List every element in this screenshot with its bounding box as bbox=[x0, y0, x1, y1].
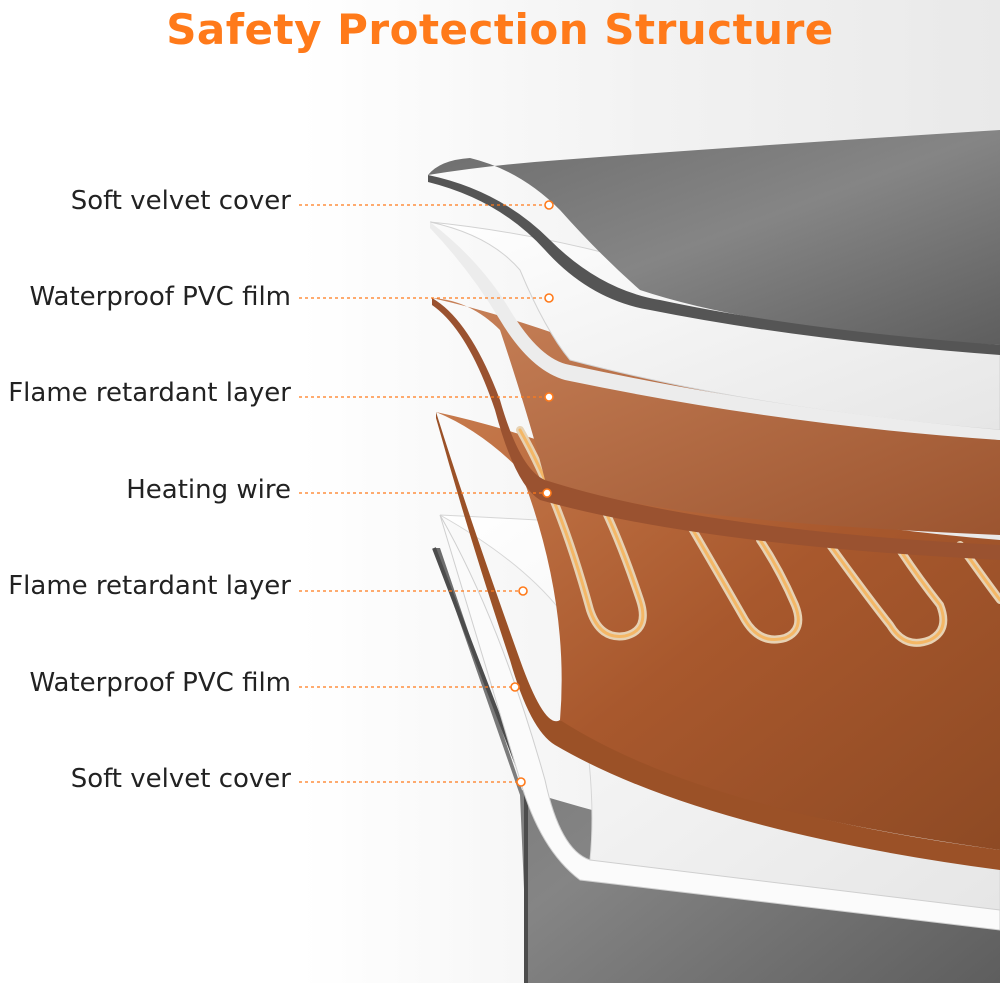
layer-label-waterproof-pvc-film-bottom: Waterproof PVC film bbox=[29, 668, 291, 698]
leader-dot-3 bbox=[545, 393, 553, 401]
layer-label-waterproof-pvc-film-top: Waterproof PVC film bbox=[29, 282, 291, 312]
leader-dot-4 bbox=[543, 489, 551, 497]
leader-dot-1 bbox=[545, 201, 553, 209]
leader-dot-5 bbox=[519, 587, 527, 595]
layer-label-flame-retardant-layer-bottom: Flame retardant layer bbox=[8, 571, 291, 601]
layer-label-soft-velvet-cover-bottom: Soft velvet cover bbox=[71, 764, 291, 794]
leader-dot-2 bbox=[545, 294, 553, 302]
layer-label-soft-velvet-cover-top: Soft velvet cover bbox=[71, 186, 291, 216]
leader-dot-7 bbox=[517, 778, 525, 786]
layer-label-heating-wire: Heating wire bbox=[126, 475, 291, 505]
layer-label-flame-retardant-layer-top: Flame retardant layer bbox=[8, 378, 291, 408]
leader-dot-6 bbox=[511, 683, 519, 691]
